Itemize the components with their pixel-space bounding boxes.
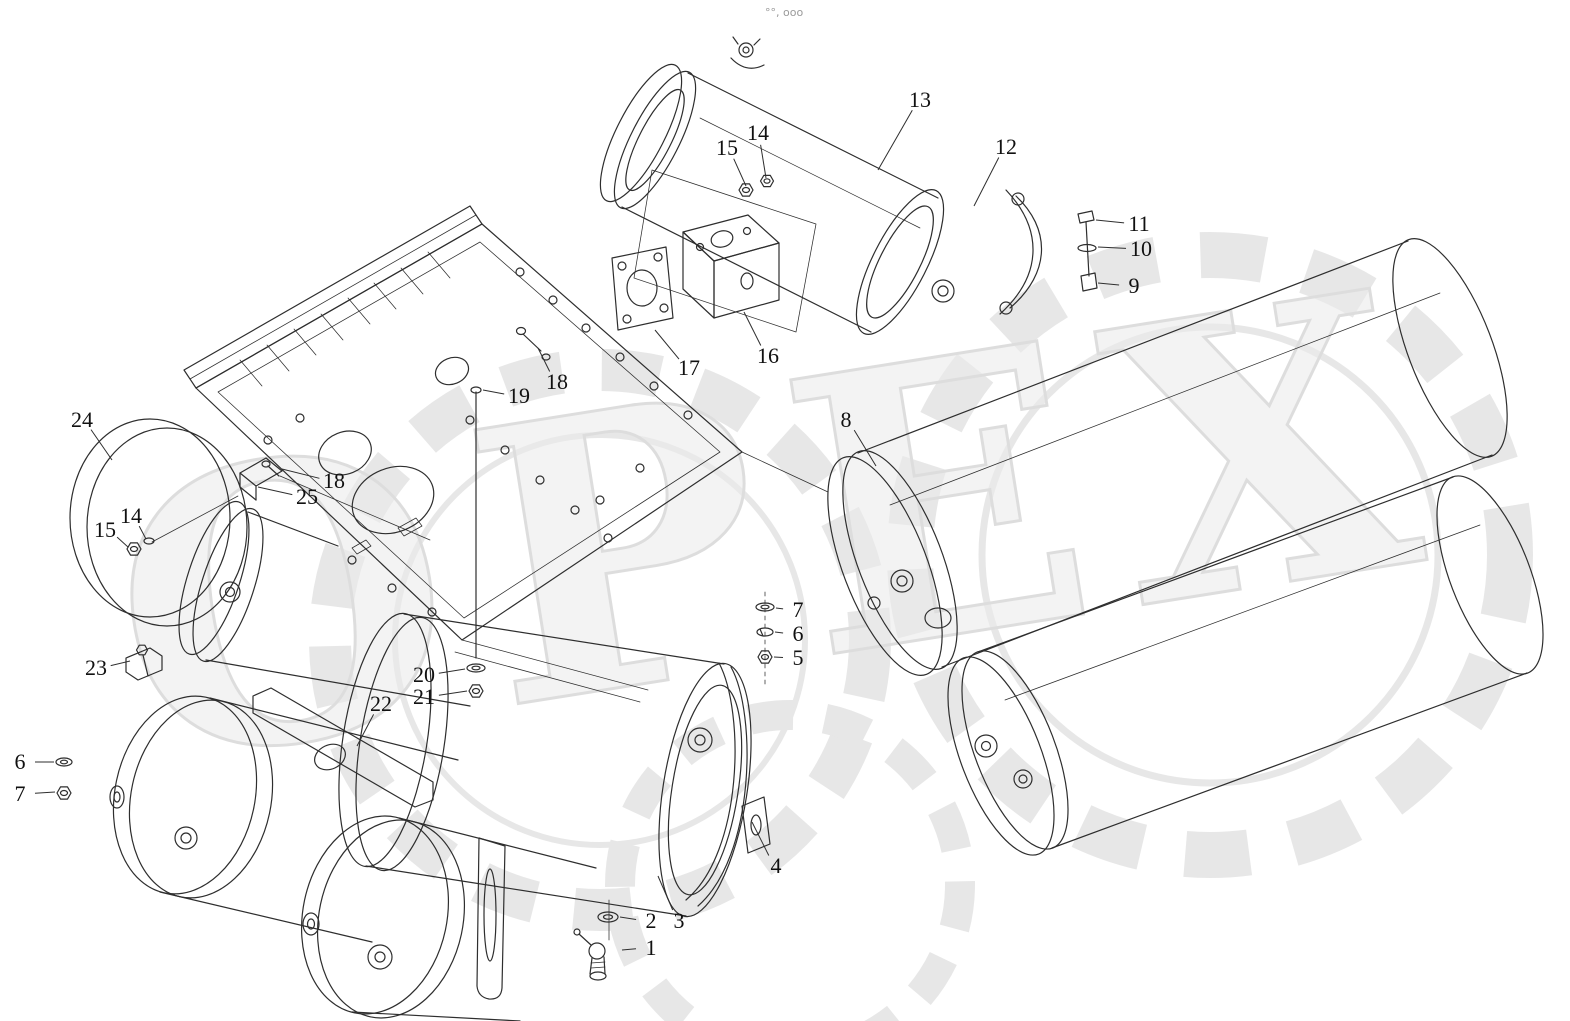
top-corner-marks: °°, ooo bbox=[765, 6, 803, 19]
leader-line-22 bbox=[356, 714, 375, 747]
mounting-plate bbox=[183, 205, 829, 703]
nut-15-left bbox=[126, 542, 142, 556]
leader-line-7 bbox=[34, 791, 56, 794]
leader-line-3 bbox=[657, 875, 674, 911]
washer-20 bbox=[466, 663, 486, 673]
bolt-11 bbox=[1077, 210, 1095, 277]
flange-plate-17 bbox=[611, 246, 674, 331]
nut-7-left bbox=[56, 786, 72, 800]
bracket-25 bbox=[239, 457, 431, 541]
leader-line-6 bbox=[774, 631, 784, 634]
stud-19 bbox=[470, 386, 482, 659]
leader-line-19 bbox=[482, 389, 505, 395]
leader-line-5 bbox=[773, 656, 784, 658]
gear-watermark-right bbox=[887, 232, 1533, 878]
strap-12 bbox=[999, 189, 1043, 315]
leader-line-12 bbox=[973, 157, 1000, 207]
leader-line-7 bbox=[775, 607, 784, 610]
leader-line-4 bbox=[751, 821, 770, 856]
watermark-text: OPEX bbox=[84, 202, 1475, 853]
rear-panel bbox=[633, 169, 817, 333]
front-strap bbox=[476, 837, 506, 1000]
leader-line-18 bbox=[281, 468, 320, 479]
leader-line-11 bbox=[1095, 219, 1125, 224]
tank-left-rear bbox=[178, 500, 471, 707]
saddle-bracket-22 bbox=[252, 687, 434, 808]
leader-line-13 bbox=[877, 110, 913, 171]
fastener-stack-right bbox=[755, 591, 775, 689]
end-disc-24 bbox=[69, 418, 248, 627]
tank-3 bbox=[338, 612, 752, 918]
leader-line-10 bbox=[1097, 246, 1127, 249]
tank-8 bbox=[827, 238, 1508, 676]
washer-2 bbox=[597, 899, 619, 941]
bracket-bolt-23 bbox=[125, 644, 163, 681]
strap-4 bbox=[685, 662, 771, 907]
mounting-block-16 bbox=[682, 214, 780, 319]
tank-13 bbox=[599, 63, 955, 335]
gear-watermark-left bbox=[309, 349, 891, 931]
leader-line-23 bbox=[110, 660, 131, 667]
tank-lower-right bbox=[947, 475, 1544, 856]
leader-line-14 bbox=[760, 144, 767, 179]
leader-line-24 bbox=[90, 429, 113, 461]
leader-lines bbox=[34, 110, 1127, 951]
leader-line-15 bbox=[733, 158, 747, 187]
tank-bottom-left-front bbox=[300, 815, 597, 1021]
leader-line-15 bbox=[116, 536, 129, 548]
leader-line-17 bbox=[654, 329, 680, 360]
leader-line-9 bbox=[1097, 282, 1120, 286]
drain-valve-1 bbox=[573, 928, 607, 981]
washer-14-top bbox=[759, 174, 775, 188]
nut-21 bbox=[468, 684, 484, 698]
leader-line-2 bbox=[619, 916, 637, 920]
leader-line-21 bbox=[438, 690, 468, 696]
tank-bottom-left-rear bbox=[109, 695, 459, 943]
leader-line-8 bbox=[853, 429, 877, 467]
gear-watermark-bottom bbox=[605, 700, 975, 1021]
leader-line-20 bbox=[438, 668, 466, 674]
washer-6-left bbox=[55, 757, 73, 767]
clamp-fitting bbox=[730, 36, 765, 69]
leader-line-1 bbox=[621, 948, 637, 951]
leader-line-18 bbox=[537, 347, 551, 372]
leader-line-25 bbox=[257, 486, 293, 496]
leader-line-14 bbox=[138, 525, 147, 540]
washer-14-left bbox=[143, 495, 239, 545]
leader-line-16 bbox=[743, 311, 762, 346]
washer-10 bbox=[1077, 243, 1097, 253]
nut-15-top bbox=[738, 183, 754, 197]
sleeve-9 bbox=[1080, 272, 1098, 292]
